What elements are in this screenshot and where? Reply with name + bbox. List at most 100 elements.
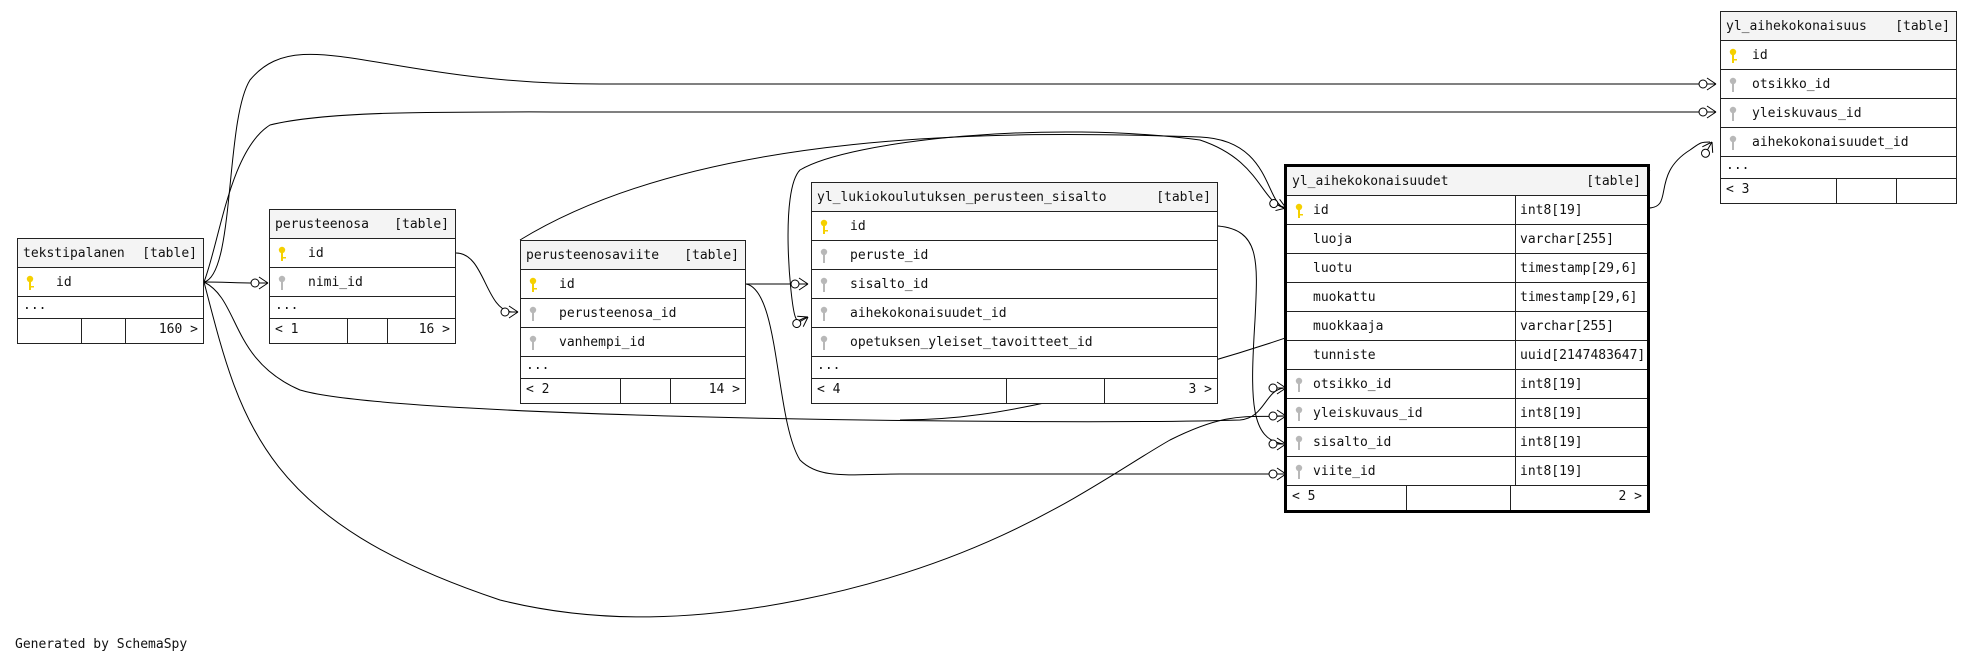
column-type: int8[19] bbox=[1515, 457, 1583, 485]
primary-key-icon bbox=[529, 277, 537, 292]
table-yl-aihekokonaisuus[interactable]: yl_aihekokonaisuus[table] id otsikko_id … bbox=[1720, 11, 1957, 204]
footer-parents: < 4 bbox=[812, 379, 1007, 403]
table-tekstipalanen[interactable]: tekstipalanen[table] id ... 160 > bbox=[17, 238, 204, 344]
foreign-key-icon bbox=[1729, 77, 1737, 92]
foreign-key-icon bbox=[1295, 377, 1303, 392]
column-name: perusteenosa_id bbox=[559, 306, 677, 321]
table-name: perusteenosa bbox=[275, 217, 369, 232]
footer-middle bbox=[348, 319, 388, 343]
column-row: id bbox=[18, 268, 203, 297]
table-tag: [table] bbox=[394, 217, 449, 232]
column-name: muokattu bbox=[1313, 290, 1376, 305]
column-name: luotu bbox=[1313, 261, 1353, 276]
column-name: peruste_id bbox=[850, 248, 929, 263]
table-tag: [table] bbox=[142, 246, 197, 261]
table-footer: 160 > bbox=[18, 319, 203, 343]
more-columns: ... bbox=[521, 357, 745, 379]
column-type: int8[19] bbox=[1515, 370, 1583, 398]
column-name: id bbox=[1752, 48, 1768, 63]
foreign-key-icon bbox=[820, 335, 828, 350]
table-header: yl_aihekokonaisuudet[table] bbox=[1287, 167, 1647, 196]
foreign-key-icon bbox=[820, 248, 828, 263]
primary-key-icon bbox=[820, 219, 828, 234]
primary-key-icon bbox=[1729, 48, 1737, 63]
column-name: opetuksen_yleiset_tavoitteet_id bbox=[850, 335, 1093, 350]
footer-children: 16 > bbox=[418, 322, 450, 337]
column-row: id bbox=[812, 212, 1217, 241]
footer-middle bbox=[1837, 179, 1897, 203]
column-row: sisalto_id bbox=[812, 270, 1217, 299]
column-row: aihekokonaisuudet_id bbox=[1721, 128, 1956, 157]
table-name: yl_lukiokoulutuksen_perusteen_sisalto bbox=[817, 190, 1107, 205]
foreign-key-icon bbox=[820, 306, 828, 321]
table-tag: [table] bbox=[1156, 190, 1211, 205]
column-type: int8[19] bbox=[1515, 428, 1583, 456]
table-tag: [table] bbox=[684, 248, 739, 263]
column-row: id bbox=[1721, 41, 1956, 70]
foreign-key-icon bbox=[529, 306, 537, 321]
footer-children: 2 > bbox=[1618, 489, 1642, 504]
column-name: id bbox=[559, 277, 575, 292]
footer-parents bbox=[18, 319, 82, 343]
table-name: yl_aihekokonaisuus bbox=[1726, 19, 1867, 34]
primary-key-icon bbox=[26, 275, 34, 290]
table-footer: < 5 2 > bbox=[1287, 486, 1647, 510]
footer-middle bbox=[82, 319, 126, 343]
edge-aihekokonaisuudet-loop bbox=[519, 133, 1285, 241]
column-name: luoja bbox=[1313, 232, 1353, 247]
column-type: uuid[2147483647] bbox=[1515, 341, 1645, 369]
column-name: vanhempi_id bbox=[559, 335, 646, 350]
column-name: sisalto_id bbox=[850, 277, 929, 292]
edge-perusteenosa-perusteenosaviite bbox=[455, 252, 513, 313]
more-columns: ... bbox=[270, 297, 455, 319]
table-header: perusteenosaviite [table] bbox=[521, 241, 745, 270]
column-name: id bbox=[56, 275, 72, 290]
column-name: id bbox=[308, 246, 324, 261]
foreign-key-icon bbox=[1295, 435, 1303, 450]
table-name: yl_aihekokonaisuudet bbox=[1292, 174, 1449, 189]
foreign-key-icon bbox=[1729, 135, 1737, 150]
column-name: muokkaaja bbox=[1313, 319, 1384, 334]
foreign-key-icon bbox=[1295, 464, 1303, 479]
column-type: int8[19] bbox=[1515, 399, 1583, 427]
column-row: id bbox=[270, 239, 455, 268]
footer-parents: < 5 bbox=[1287, 486, 1407, 510]
footer-parents: < 1 bbox=[270, 319, 348, 343]
table-header: yl_lukiokoulutuksen_perusteen_sisalto [ta… bbox=[812, 183, 1217, 212]
table-name: tekstipalanen bbox=[23, 246, 125, 261]
generated-by-footer: Generated by SchemaSpy bbox=[15, 637, 188, 652]
column-row: opetuksen_yleiset_tavoitteet_id bbox=[812, 328, 1217, 357]
table-yl-lukiokoulutuksen-perusteen-sisalto[interactable]: yl_lukiokoulutuksen_perusteen_sisalto [ta… bbox=[811, 182, 1218, 404]
column-row: vanhempi_id bbox=[521, 328, 745, 357]
footer-children bbox=[1897, 179, 1956, 203]
table-name: perusteenosaviite bbox=[526, 248, 660, 263]
table-perusteenosaviite[interactable]: perusteenosaviite [table] id perusteenosa… bbox=[520, 240, 746, 404]
column-type: varchar[255] bbox=[1515, 225, 1614, 253]
column-row: id bbox=[521, 270, 745, 299]
edge-tekstipalanen-aihekokonaisuudet-otsikko bbox=[203, 281, 1285, 423]
column-name: otsikko_id bbox=[1752, 77, 1831, 92]
footer-parents: < 3 bbox=[1721, 179, 1837, 203]
column-row: otsikko_id bbox=[1721, 70, 1956, 99]
more-columns: ... bbox=[812, 357, 1217, 379]
column-type: int8[19] bbox=[1515, 196, 1583, 224]
column-row: luoja varchar[255] bbox=[1287, 225, 1647, 254]
primary-key-icon bbox=[278, 246, 286, 261]
column-name: id bbox=[850, 219, 866, 234]
foreign-key-icon bbox=[1295, 406, 1303, 421]
footer-children: 14 > bbox=[708, 382, 740, 397]
column-row: yleiskuvaus_id bbox=[1721, 99, 1956, 128]
foreign-key-icon bbox=[278, 275, 286, 290]
